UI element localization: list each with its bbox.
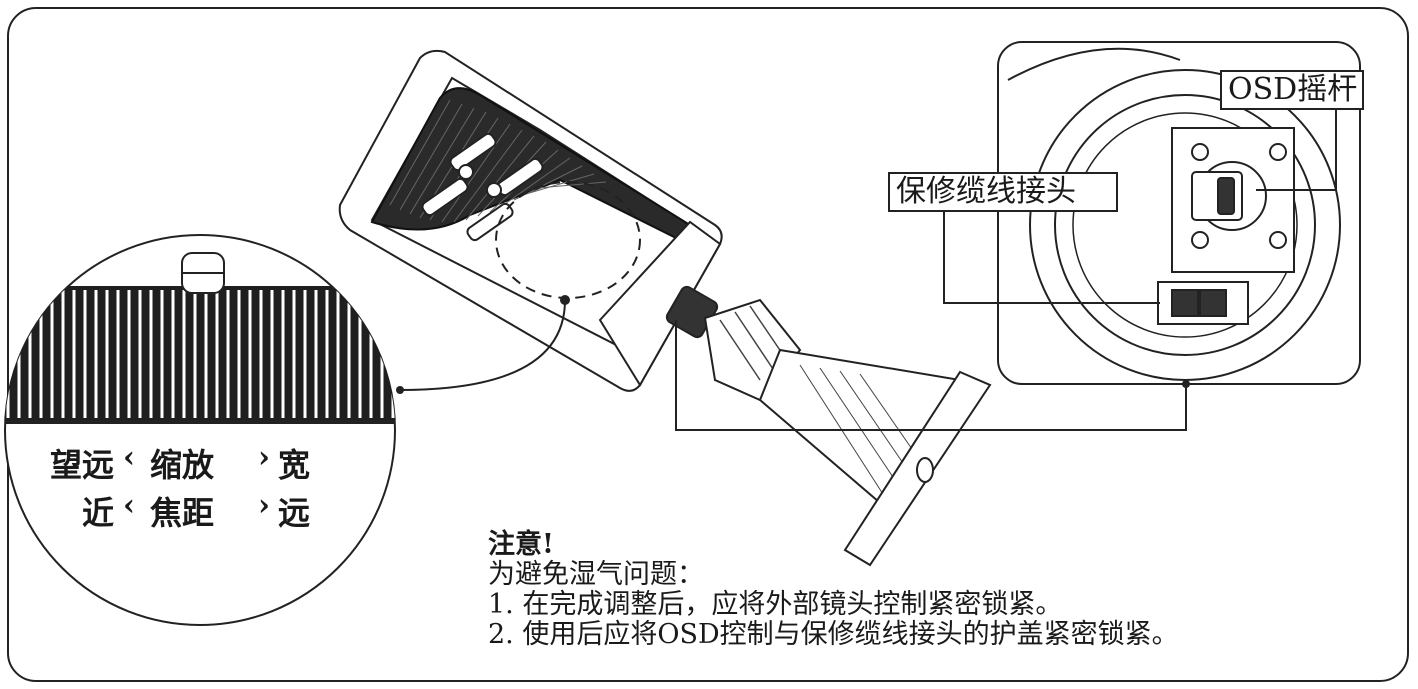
lens-control-inset <box>4 234 396 626</box>
moisture-notice: 注意! 为避免湿气问题： 1. 在完成调整后，应将外部镜头控制紧密锁紧。 2. … <box>488 530 1179 650</box>
chevron-left-icon: ‹ <box>123 488 135 523</box>
zoom-tele-label: 望远 <box>50 446 115 484</box>
chevron-left-icon: ‹ <box>123 440 135 475</box>
wall-bracket <box>665 285 992 567</box>
notice-title: 注意! <box>488 529 554 560</box>
focus-label: 焦距 <box>150 494 215 532</box>
chevron-right-icon: › <box>258 440 270 475</box>
camera-body <box>338 49 723 392</box>
focus-far-label: 远 <box>278 494 311 532</box>
zoom-label: 缩放 <box>150 446 215 484</box>
zoom-wide-label: 宽 <box>278 446 311 484</box>
osd-joystick-label: OSD摇杆 <box>1220 70 1364 110</box>
service-cable-label: 保修缆线接头 <box>888 172 1118 212</box>
notice-item-1: 1. 在完成调整后，应将外部镜头控制紧密锁紧。 <box>488 589 1063 620</box>
notice-item-2: 2. 使用后应将OSD控制与保修缆线接头的护盖紧密锁紧。 <box>488 619 1179 650</box>
focus-near-label: 近 <box>82 494 115 532</box>
chevron-right-icon: › <box>258 488 270 523</box>
notice-intro: 为避免湿气问题： <box>488 559 704 590</box>
